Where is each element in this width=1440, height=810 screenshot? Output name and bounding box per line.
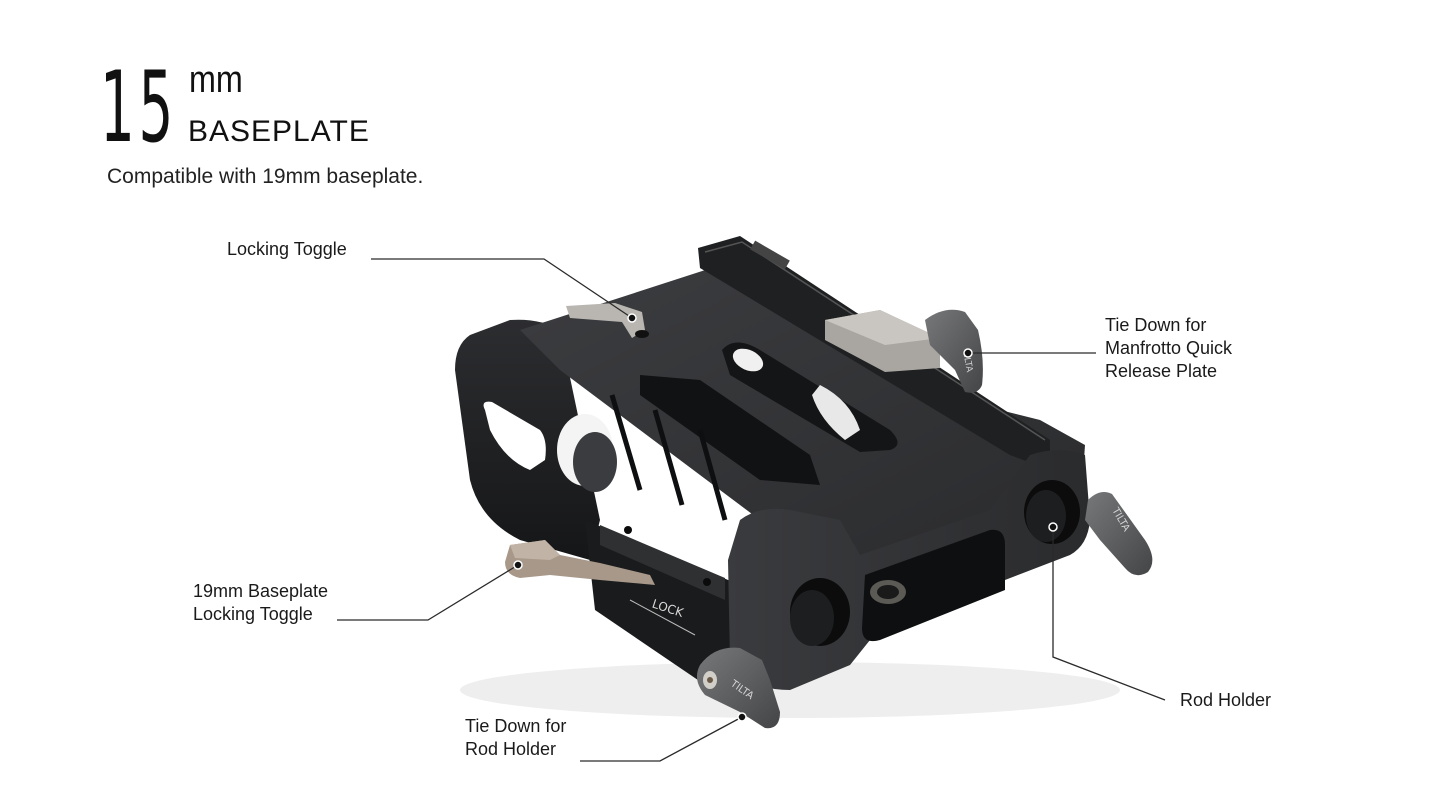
- label-line: Tie Down for: [465, 716, 567, 736]
- label-line: Locking Toggle: [193, 604, 313, 624]
- size-unit: mm: [189, 59, 243, 101]
- label-line: Release Plate: [1105, 361, 1218, 381]
- label-locking-toggle: Locking Toggle: [227, 238, 347, 261]
- size-number: 15: [100, 51, 177, 165]
- callout-line-locking-toggle: [371, 258, 633, 319]
- callout-lines: [337, 258, 1166, 762]
- lower-clamp: [585, 520, 740, 695]
- tie-down-knob-manfrotto: [925, 309, 983, 393]
- label-19mm-baseplate-toggle: 19mm Baseplate Locking Toggle: [193, 580, 328, 626]
- subtitle: Compatible with 19mm baseplate.: [107, 165, 424, 188]
- tie-down-knob-rod: [696, 647, 780, 729]
- label-line: 19mm Baseplate: [193, 581, 329, 601]
- label-line: Rod Holder: [1180, 690, 1272, 710]
- callout-dots: [513, 313, 1058, 722]
- callout-line-19mm-toggle: [337, 564, 519, 621]
- wing-cutout: [483, 401, 546, 470]
- top-slot: [640, 375, 820, 485]
- center-window: [862, 529, 1005, 642]
- label-tie-down-manfrotto: Tie Down for Manfrotto Quick Release Pla…: [1105, 314, 1232, 383]
- top-locking-toggle: [566, 303, 645, 338]
- label-line: Rod Holder: [465, 739, 557, 759]
- label-rod-holder: Rod Holder: [1180, 689, 1271, 712]
- tie-down-knob-right: [1085, 492, 1153, 576]
- callout-line-rod-holder: [1052, 527, 1166, 701]
- label-line: Locking Toggle: [227, 239, 347, 259]
- page-title: BASEPLATE: [188, 115, 370, 148]
- label-line: Manfrotto Quick: [1105, 338, 1233, 358]
- label-line: Tie Down for: [1105, 315, 1207, 335]
- ribs: [609, 394, 728, 521]
- label-tie-down-rod-holder: Tie Down for Rod Holder: [465, 715, 566, 761]
- callout-line-tie-down-rod: [580, 716, 743, 762]
